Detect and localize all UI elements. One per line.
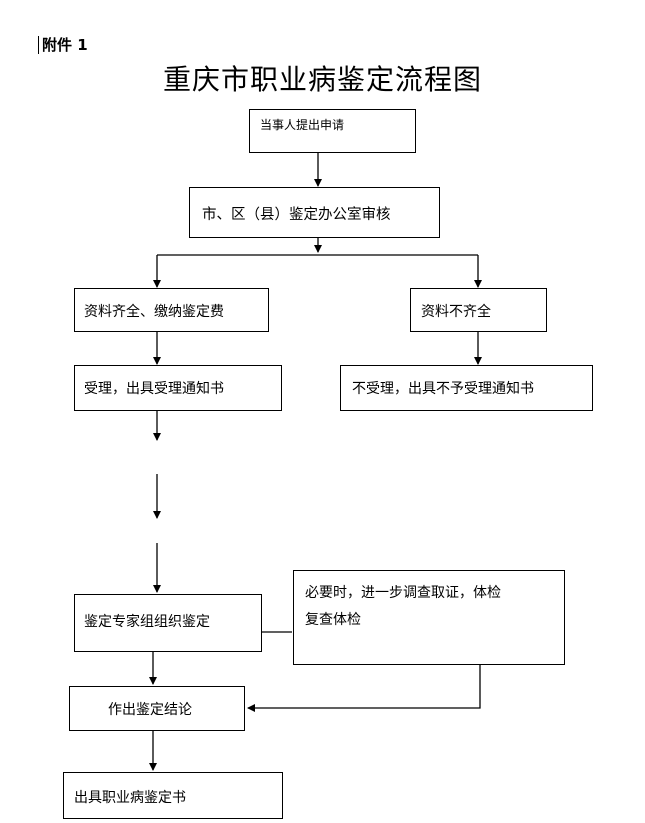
node-reject-label: 不受理，出具不予受理通知书 bbox=[352, 381, 534, 397]
node-certificate: 出具职业病鉴定书 bbox=[63, 772, 283, 819]
node-expert-group-label: 鉴定专家组组织鉴定 bbox=[84, 614, 210, 630]
node-accept-label: 受理，出具受理通知书 bbox=[84, 381, 224, 397]
node-investigation: 必要时，进一步调查取证，体检 复查体检 bbox=[293, 570, 565, 665]
node-review: 市、区（县）鉴定办公室审核 bbox=[189, 187, 440, 238]
node-accept: 受理，出具受理通知书 bbox=[74, 365, 282, 411]
node-reject: 不受理，出具不予受理通知书 bbox=[340, 365, 593, 411]
page-title: 重庆市职业病鉴定流程图 bbox=[162, 63, 482, 96]
arrow-investigation-to-conclusion bbox=[247, 664, 481, 712]
node-expert-group: 鉴定专家组组织鉴定 bbox=[74, 594, 262, 652]
node-incomplete-label: 资料不齐全 bbox=[421, 304, 491, 320]
node-certificate-label: 出具职业病鉴定书 bbox=[74, 790, 186, 806]
node-review-label: 市、区（县）鉴定办公室审核 bbox=[202, 207, 391, 223]
node-investigation-line1: 必要时，进一步调查取证，体检 bbox=[305, 585, 501, 601]
node-complete-label: 资料齐全、缴纳鉴定费 bbox=[84, 304, 224, 320]
attachment-label: 附件 1 bbox=[38, 36, 88, 54]
node-incomplete: 资料不齐全 bbox=[410, 288, 547, 332]
node-investigation-line2: 复查体检 bbox=[305, 612, 361, 628]
node-apply-label: 当事人提出申请 bbox=[260, 118, 345, 132]
node-conclusion-label: 作出鉴定结论 bbox=[108, 702, 192, 718]
node-complete: 资料齐全、缴纳鉴定费 bbox=[74, 288, 269, 332]
node-conclusion: 作出鉴定结论 bbox=[69, 686, 245, 731]
node-apply: 当事人提出申请 bbox=[249, 109, 416, 153]
